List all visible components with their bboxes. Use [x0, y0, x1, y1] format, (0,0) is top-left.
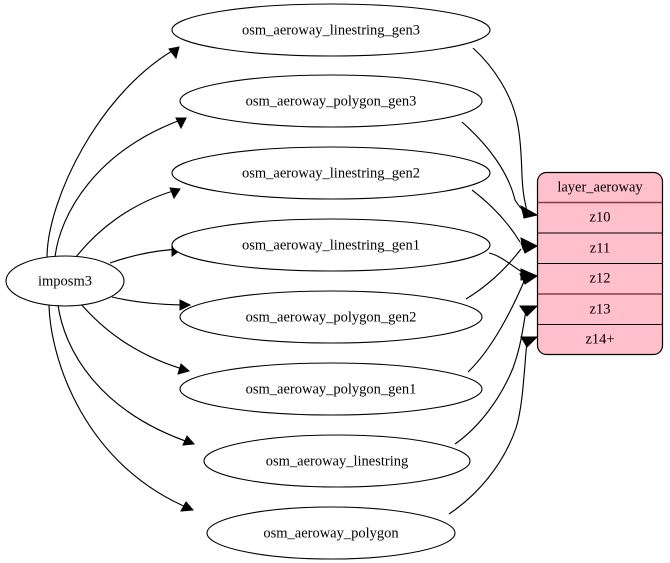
node-osm_aeroway_polygon[interactable]: osm_aeroway_polygon	[206, 506, 456, 560]
layer-aeroway-row-z11[interactable]: z11	[590, 240, 610, 256]
edge-linestring-gen3-to-z10	[472, 47, 528, 212]
node-osm_aeroway_polygon_gen2[interactable]: osm_aeroway_polygon_gen2	[179, 290, 483, 344]
edges-tables-to-layer	[448, 47, 539, 515]
layer-aeroway-row-z14plus[interactable]: z14+	[585, 331, 614, 347]
node-osm_aeroway_polygon_gen1-label: osm_aeroway_polygon_gen1	[246, 381, 417, 397]
node-osm_aeroway_polygon_gen2-label: osm_aeroway_polygon_gen2	[246, 309, 417, 325]
node-osm_aeroway_linestring-shape[interactable]	[203, 434, 471, 488]
node-osm_aeroway_polygon_gen1[interactable]: osm_aeroway_polygon_gen1	[179, 362, 483, 416]
node-osm_aeroway_polygon_gen1-shape[interactable]	[179, 362, 483, 416]
layer-aeroway-row-z10[interactable]: z10	[590, 209, 611, 225]
arrowhead-polygon-to-z14	[520, 336, 539, 348]
arrowhead-imposm3-to-polygon-gen2	[179, 299, 192, 311]
node-osm_aeroway_polygon_gen3-shape[interactable]	[179, 74, 483, 128]
arrowhead-polygon-gen1-to-z12	[519, 273, 539, 285]
edge-polygon-gen3-to-z10	[461, 121, 527, 214]
node-osm_aeroway_polygon-shape[interactable]	[206, 506, 456, 560]
node-imposm3-shape[interactable]	[5, 255, 125, 307]
node-osm_aeroway_linestring_gen2[interactable]: osm_aeroway_linestring_gen2	[171, 146, 491, 200]
layer-aeroway-row-z13[interactable]: z13	[590, 301, 611, 317]
edge-imposm3-to-polygon-gen2	[111, 296, 191, 306]
node-osm_aeroway_polygon_gen3-label: osm_aeroway_polygon_gen3	[246, 93, 417, 109]
edge-imposm3-to-polygon-gen3	[54, 117, 187, 258]
arrowhead-imposm3-to-linestring	[182, 435, 196, 446]
node-osm_aeroway_polygon_gen3[interactable]: osm_aeroway_polygon_gen3	[179, 74, 483, 128]
node-osm_aeroway_linestring_gen1-shape[interactable]	[171, 218, 491, 272]
edge-imposm3-to-linestring	[57, 304, 195, 445]
node-osm_aeroway_linestring_gen1-label: osm_aeroway_linestring_gen1	[242, 237, 420, 253]
node-imposm3[interactable]: imposm3	[5, 255, 125, 307]
node-imposm3-label: imposm3	[38, 273, 92, 289]
node-osm_aeroway_linestring_gen2-label: osm_aeroway_linestring_gen2	[242, 165, 420, 181]
layer-aeroway-row-z12[interactable]: z12	[590, 270, 611, 286]
node-osm_aeroway_polygon-label: osm_aeroway_polygon	[263, 525, 399, 541]
edge-linestring-gen1-to-z12	[488, 252, 527, 275]
node-osm_aeroway_linestring_gen3-label: osm_aeroway_linestring_gen3	[242, 22, 420, 38]
arrowhead-polygon-gen3-to-z10	[521, 207, 539, 219]
edge-imposm3-to-linestring-gen2	[75, 188, 181, 258]
edge-polygon-gen1-to-z12	[467, 278, 526, 373]
node-osm_aeroway_linestring_gen3[interactable]: osm_aeroway_linestring_gen3	[171, 3, 491, 57]
arrowhead-imposm3-to-polygon-gen3	[175, 117, 187, 130]
edge-imposm3-to-polygon-gen1	[79, 302, 190, 372]
edge-linestring-gen2-to-z11	[471, 189, 521, 243]
node-osm_aeroway_linestring_gen2-shape[interactable]	[171, 146, 491, 200]
arrowhead-imposm3-to-linestring-gen2	[169, 187, 181, 200]
edge-imposm3-to-linestring-gen3	[46, 46, 180, 259]
arrowhead-imposm3-to-polygon-gen1	[177, 363, 191, 375]
node-osm_aeroway_linestring_gen3-shape[interactable]	[171, 3, 491, 57]
arrowhead-imposm3-to-polygon	[180, 501, 195, 512]
arrowhead-imposm3-to-linestring-gen3	[168, 46, 180, 60]
layer-aeroway-header-label: layer_aeroway	[557, 179, 643, 195]
node-osm_aeroway_linestring-label: osm_aeroway_linestring	[266, 453, 409, 469]
edge-imposm3-to-polygon	[48, 303, 194, 511]
edge-polygon-to-z14	[448, 340, 528, 515]
node-osm_aeroway_linestring_gen1[interactable]: osm_aeroway_linestring_gen1	[171, 218, 491, 272]
node-layer_aeroway[interactable]: layer_aeroway z10 z11 z12 z13 z14+	[536, 171, 664, 356]
node-osm_aeroway_polygon_gen2-shape[interactable]	[179, 290, 483, 344]
edge-linestring-to-z13	[454, 309, 527, 445]
node-osm_aeroway_linestring[interactable]: osm_aeroway_linestring	[203, 434, 471, 488]
arrowhead-linestring-to-z13	[519, 305, 539, 317]
edge-polygon-gen2-to-z11	[465, 248, 522, 300]
arrowhead-polygon-gen2-to-z11	[520, 242, 539, 254]
edge-imposm3-to-linestring-gen1	[109, 248, 183, 264]
